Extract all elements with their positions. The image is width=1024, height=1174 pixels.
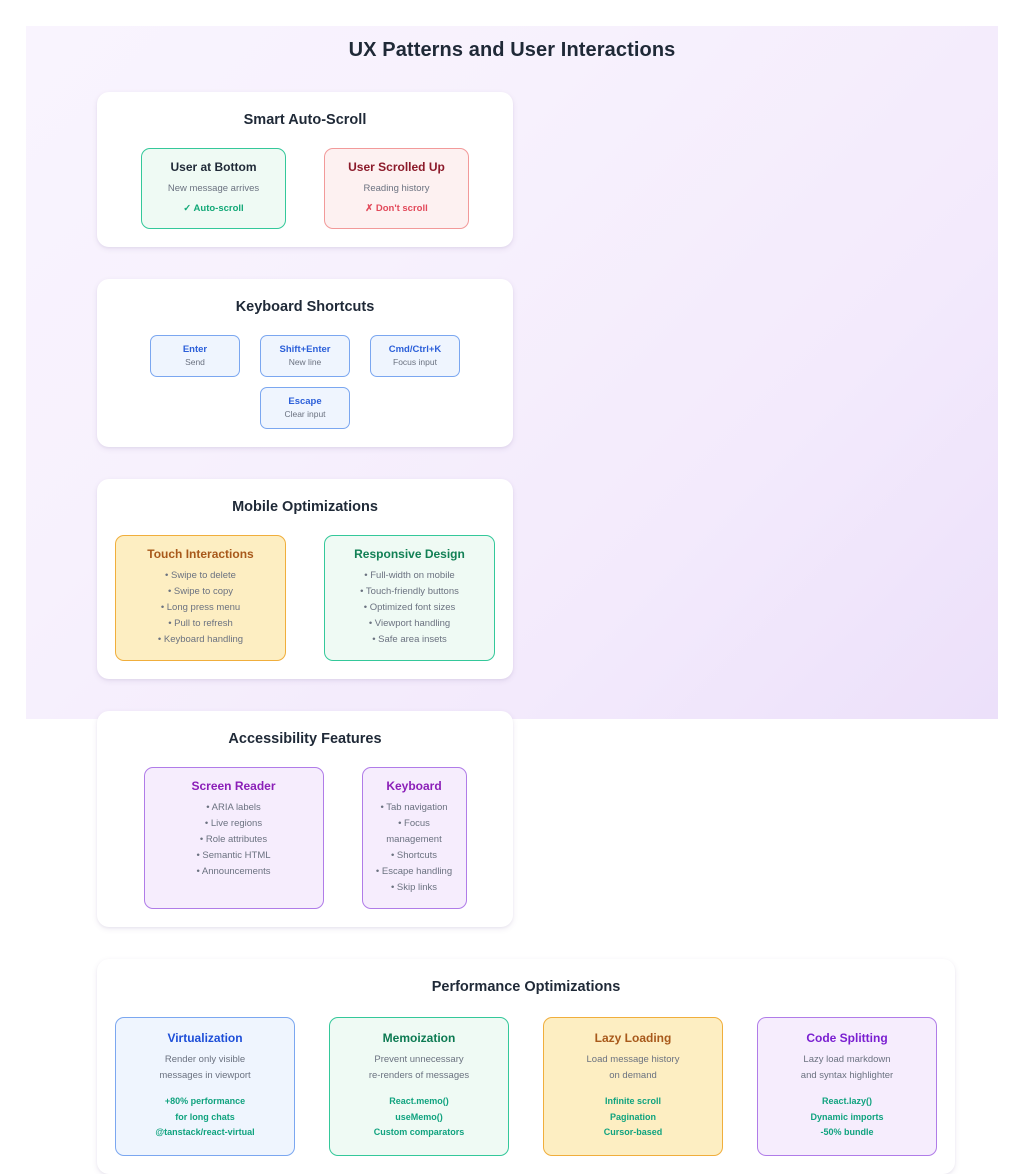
panel-lazy-loading: Lazy Loading Load message history on dem… [543, 1017, 723, 1156]
shortcut-key-label: Shift+Enter [279, 344, 331, 355]
panel-list-item: • ARIA labels [206, 802, 261, 813]
panel-title: Screen Reader [191, 779, 276, 793]
panel-list-item: • Long press menu [160, 602, 241, 613]
card-title-keyboard-shortcuts: Keyboard Shortcuts [235, 299, 375, 315]
panel-list-item: • Swipe to copy [167, 586, 234, 597]
panel-memoization: Memoization Prevent unnecessary re-rende… [329, 1017, 509, 1156]
panel-result: ✗ Don't scroll [365, 203, 428, 214]
card-performance-optimizations: Performance Optimizations Virtualization… [97, 959, 955, 1174]
shortcut-key-label: Enter [182, 344, 208, 355]
shortcut-key-shift-enter[interactable]: Shift+Enter New line [260, 335, 350, 377]
panel-list-item: • Semantic HTML [196, 850, 271, 861]
card-title-auto-scroll: Smart Auto-Scroll [243, 112, 367, 128]
panel-metric-line: React.memo() [389, 1096, 449, 1106]
panel-list-item: • Pull to refresh [168, 618, 233, 629]
panel-metric-line: useMemo() [395, 1111, 443, 1122]
panel-metric-line: Custom comparators [373, 1127, 465, 1137]
shortcut-key-escape[interactable]: Escape Clear input [260, 387, 350, 429]
panel-title: Virtualization [167, 1031, 243, 1045]
panel-screen-reader: Screen Reader • ARIA labels • Live regio… [143, 767, 324, 909]
panel-metric-line: @tanstack/react-virtual [155, 1127, 255, 1137]
panel-keyboard-a11y: Keyboard • Tab navigation • Focus manage… [361, 767, 467, 909]
panel-list-item: • Keyboard handling [157, 634, 244, 645]
shortcut-key-label: Escape [288, 396, 322, 407]
panel-list-item: • Optimized font sizes [363, 602, 456, 613]
panel-metric-line: Pagination [609, 1111, 656, 1122]
panel-list-item: • Live regions [204, 818, 263, 829]
panel-metric-line: Dynamic imports [810, 1111, 884, 1122]
panel-metric-line: React.lazy() [821, 1096, 873, 1106]
mobile-panels: Touch Interactions • Swipe to delete • S… [115, 535, 495, 661]
panel-title: User at Bottom [170, 160, 257, 174]
shortcut-key-cmd-ctrl-k[interactable]: Cmd/Ctrl+K Focus input [370, 335, 460, 377]
card-keyboard-shortcuts: Keyboard Shortcuts Enter Send Shift+Ente… [97, 279, 513, 447]
shortcut-key-action: New line [288, 357, 322, 367]
panel-desc-line: Prevent unnecessary [374, 1054, 464, 1065]
panel-code-splitting: Code Splitting Lazy load markdown and sy… [757, 1017, 937, 1156]
performance-panels: Virtualization Render only visible messa… [115, 1017, 937, 1156]
panel-metric-line: +80% performance [164, 1096, 246, 1106]
panel-list-item: • Role attributes [199, 834, 268, 845]
panel-line: Reading history [363, 183, 430, 194]
shortcut-key-action: Send [185, 357, 205, 367]
panel-list-item: • Tab navigation [380, 802, 448, 813]
panel-user-at-bottom: User at Bottom New message arrives ✓ Aut… [141, 148, 286, 229]
panel-metric-line: Cursor-based [603, 1127, 663, 1137]
shortcut-key-action: Clear input [284, 409, 326, 419]
panel-touch-interactions: Touch Interactions • Swipe to delete • S… [115, 535, 286, 661]
panel-list-item: • Escape handling [375, 866, 453, 877]
panel-title: User Scrolled Up [348, 160, 445, 174]
panel-metric-line: -50% bundle [820, 1127, 874, 1137]
panel-list-item: • Full-width on mobile [364, 570, 455, 581]
panel-desc-line: re-renders of messages [368, 1070, 470, 1081]
panel-list-item: • Skip links [390, 882, 438, 893]
shortcut-key-label: Cmd/Ctrl+K [388, 344, 442, 355]
shortcut-key-action: Focus input [393, 357, 437, 367]
panel-list-item: • Swipe to delete [165, 570, 236, 581]
page-background: UX Patterns and User Interactions Smart … [26, 26, 998, 1174]
panel-result: ✓ Auto-scroll [183, 203, 244, 214]
panel-line: New message arrives [167, 183, 260, 194]
panel-list-item: • Touch-friendly buttons [360, 586, 459, 597]
panel-list-item: • Focus management [386, 818, 442, 845]
page-title: UX Patterns and User Interactions [348, 39, 676, 61]
panel-desc-line: and syntax highlighter [800, 1070, 894, 1081]
panel-responsive-design: Responsive Design • Full-width on mobile… [324, 535, 495, 661]
card-title-performance: Performance Optimizations [431, 979, 621, 995]
panel-title: Code Splitting [806, 1031, 888, 1045]
panel-metrics: Infinite scroll Pagination Cursor-based [552, 1094, 714, 1141]
panel-title: Memoization [382, 1031, 456, 1045]
card-smart-auto-scroll: Smart Auto-Scroll User at Bottom New mes… [97, 92, 513, 247]
panel-metric-line: Infinite scroll [604, 1096, 661, 1106]
panel-virtualization: Virtualization Render only visible messa… [115, 1017, 295, 1156]
panel-title: Keyboard [386, 779, 442, 793]
card-accessibility-features: Accessibility Features Screen Reader • A… [97, 711, 513, 927]
panel-desc-line: Render only visible [164, 1054, 246, 1065]
panel-metrics: +80% performance for long chats @tanstac… [124, 1094, 286, 1141]
card-title-mobile: Mobile Optimizations [232, 499, 378, 515]
panel-metrics: React.lazy() Dynamic imports -50% bundle [766, 1094, 928, 1141]
panel-list-item: • Shortcuts [390, 850, 438, 861]
shortcut-row-secondary: Escape Clear input [115, 387, 495, 429]
shortcut-key-enter[interactable]: Enter Send [150, 335, 240, 377]
panel-desc-line: messages in viewport [159, 1070, 251, 1081]
panel-list-item: • Viewport handling [368, 618, 451, 629]
shortcut-row-primary: Enter Send Shift+Enter New line Cmd/Ctrl… [115, 335, 495, 377]
card-mobile-optimizations: Mobile Optimizations Touch Interactions … [97, 479, 513, 679]
panel-list-item: • Announcements [196, 866, 271, 877]
panel-desc-line: Lazy load markdown [803, 1054, 891, 1065]
card-title-accessibility: Accessibility Features [228, 731, 382, 747]
panel-metric-line: for long chats [175, 1111, 235, 1122]
panel-metrics: React.memo() useMemo() Custom comparator… [338, 1094, 500, 1141]
panel-title: Touch Interactions [147, 547, 254, 561]
auto-scroll-panels: User at Bottom New message arrives ✓ Aut… [115, 148, 495, 229]
panel-desc-line: Load message history [586, 1054, 680, 1065]
accessibility-panels: Screen Reader • ARIA labels • Live regio… [115, 767, 495, 909]
panel-desc-line: on demand [609, 1070, 657, 1081]
panel-list-item: • Safe area insets [372, 634, 447, 645]
card-grid: Smart Auto-Scroll User at Bottom New mes… [26, 62, 998, 1174]
panel-title: Responsive Design [354, 547, 465, 561]
panel-title: Lazy Loading [594, 1031, 672, 1045]
panel-user-scrolled-up: User Scrolled Up Reading history ✗ Don't… [324, 148, 469, 229]
